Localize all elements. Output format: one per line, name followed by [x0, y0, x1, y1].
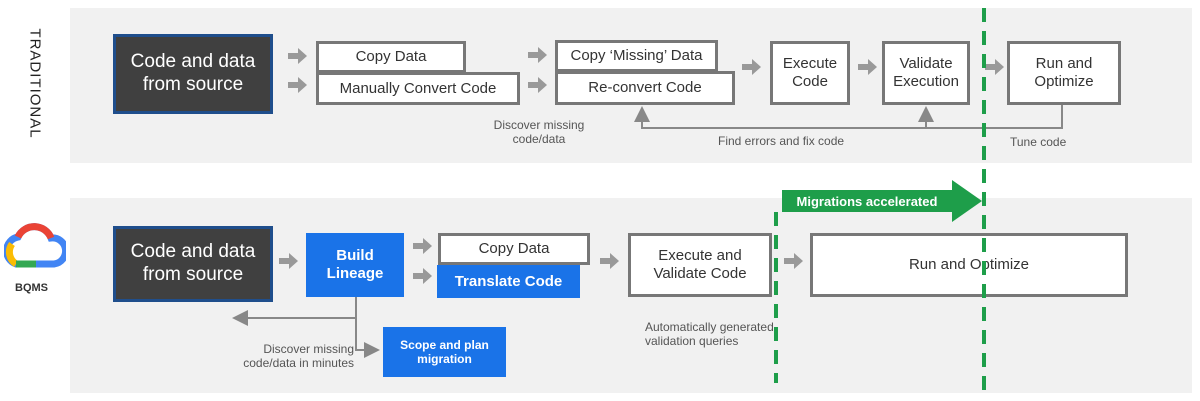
- bqms-discover-note: Discover missing code/data in minutes: [243, 342, 354, 371]
- translate-code-box: Translate Code: [437, 265, 580, 298]
- trad-source-box: Code and data from source: [113, 34, 273, 114]
- bqms-source-box: Code and data from source: [113, 226, 273, 302]
- arrow-right-icon: [288, 48, 307, 64]
- trad-manually-convert-box: Manually Convert Code: [316, 72, 520, 105]
- migrations-accelerated-arrow: [782, 180, 982, 222]
- arrow-right-icon: [742, 59, 761, 75]
- arrow-right-icon: [288, 77, 307, 93]
- bqms-run-optimize-box: Run and Optimize: [810, 233, 1128, 297]
- bqms-execute-validate-box: Execute and Validate Code: [628, 233, 772, 297]
- trad-discover-note: Discover missing code/data: [493, 118, 585, 147]
- bqms-copy-data-box: Copy Data: [438, 233, 590, 265]
- find-errors-loop: [634, 105, 1063, 129]
- lineage-branch-down: [355, 318, 380, 358]
- bqms-auto-note: Automatically generated validation queri…: [645, 320, 774, 349]
- arrow-right-icon: [784, 253, 803, 269]
- trad-execute-box: Execute Code: [770, 41, 850, 105]
- arrow-right-icon: [279, 253, 298, 269]
- migrations-accelerated-label: Migrations accelerated: [796, 193, 938, 209]
- arrow-right-icon: [985, 59, 1004, 75]
- lineage-branch-left: [232, 297, 357, 326]
- trad-find-errors-note: Find errors and fix code: [718, 134, 845, 148]
- bqms-logo-label: BQMS: [15, 282, 48, 294]
- trad-tune-note: Tune code: [1010, 135, 1067, 149]
- arrow-right-icon: [413, 268, 432, 284]
- scope-plan-box: Scope and plan migration: [383, 327, 506, 377]
- arrow-right-icon: [858, 59, 877, 75]
- trad-copy-missing-box: Copy ‘Missing’ Data: [555, 40, 718, 72]
- trad-validate-box: Validate Execution: [882, 41, 970, 105]
- trad-copy-data-box: Copy Data: [316, 41, 466, 73]
- arrow-right-icon: [600, 253, 619, 269]
- trad-run-optimize-box: Run and Optimize: [1007, 41, 1121, 105]
- arrow-right-icon: [413, 238, 432, 254]
- arrow-right-icon: [528, 47, 547, 63]
- trad-reconvert-box: Re-convert Code: [555, 71, 735, 105]
- build-lineage-box: Build Lineage: [306, 233, 404, 297]
- arrow-right-icon: [528, 77, 547, 93]
- google-cloud-logo-icon: [4, 223, 66, 268]
